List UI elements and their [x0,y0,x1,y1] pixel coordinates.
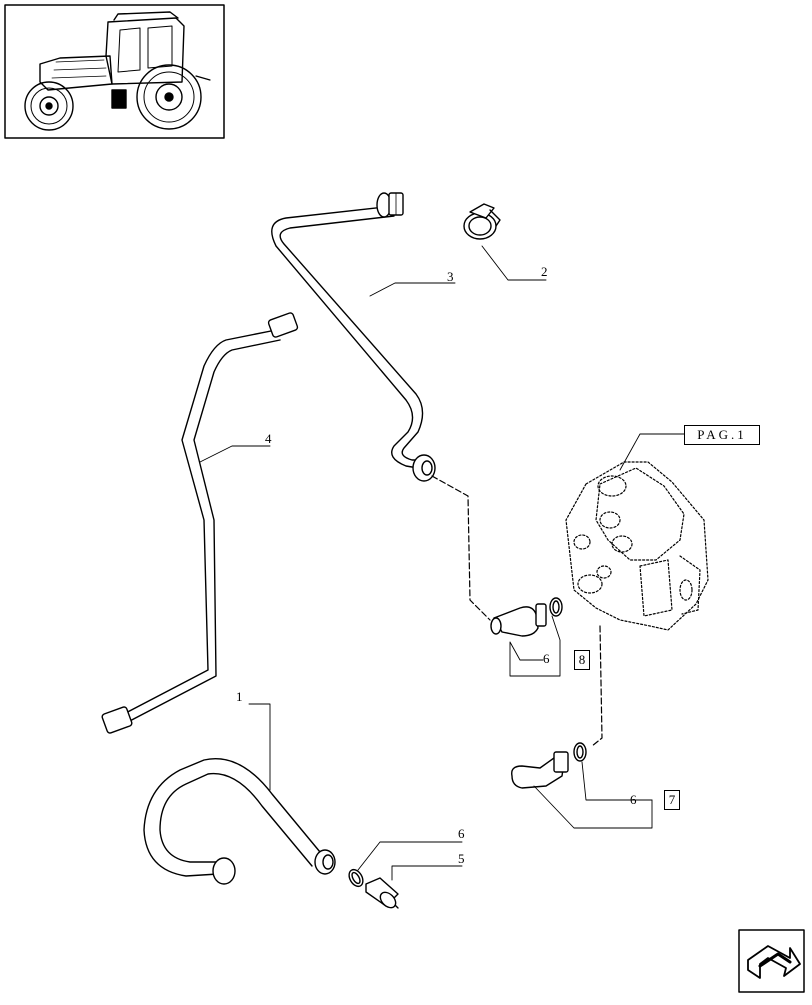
control-valve [565,461,709,631]
callout-2: 2 [541,264,548,279]
callout-1: 1 [236,689,243,704]
o-ring-and-union-5 [348,868,399,909]
callout-5: 5 [458,851,465,866]
tractor-thumbnail-icon[interactable] [4,4,225,139]
pipe-1 [143,758,336,885]
pipe-3 [271,192,436,482]
callout-6-upper: 6 [543,651,550,666]
callout-4: 4 [265,431,272,446]
elbow-fitting-upper [490,597,563,637]
page-ref-box[interactable]: PAG.1 [684,425,760,445]
callout-6-bottom: 6 [458,826,465,841]
callout-6-lower: 6 [630,792,637,807]
callout-3: 3 [447,269,454,284]
elbow-fitting-lower [511,742,587,789]
connection-lines [431,475,603,747]
ref-box-7[interactable]: 7 [664,790,680,810]
ref-box-8[interactable]: 8 [574,650,590,670]
leader-lines [199,245,685,881]
next-page-arrow-icon[interactable] [738,929,805,993]
hose-clamp-2 [463,203,501,240]
pipe-4 [101,312,299,734]
